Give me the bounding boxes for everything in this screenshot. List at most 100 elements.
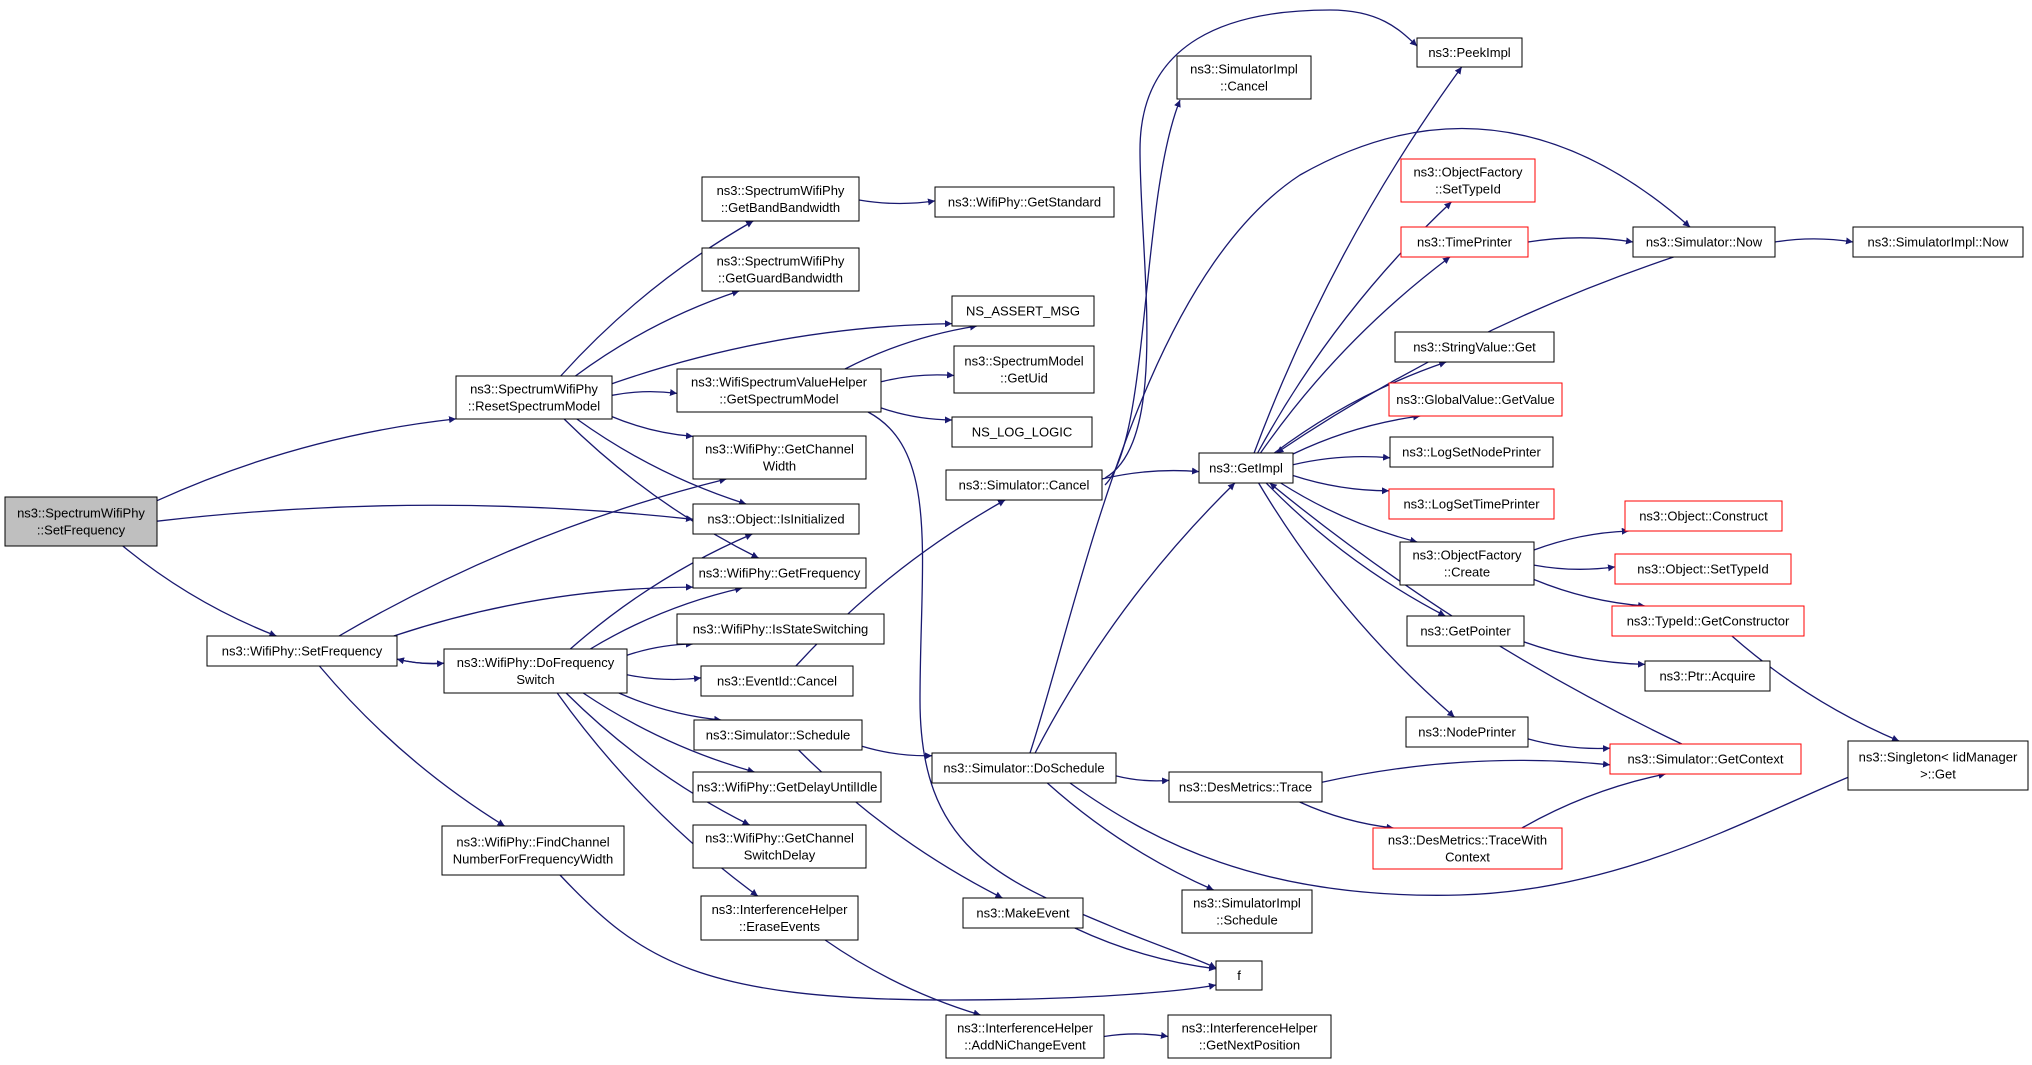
node-makeEvent[interactable]: ns3::MakeEvent	[962, 897, 1084, 929]
edge-resetSM-to-getBandBW	[560, 220, 754, 377]
edge-simSchedule-to-simDoSched	[861, 745, 933, 760]
node-ofSetTypeId[interactable]: ns3::ObjectFactory::SetTypeId	[1400, 158, 1536, 203]
node-getGuardBW[interactable]: ns3::SpectrumWifiPhy::GetGuardBandwidth	[701, 247, 860, 292]
node-isInit[interactable]: ns3::Object::IsInitialized	[692, 503, 860, 535]
node-box	[951, 416, 1093, 448]
node-label: ns3::Singleton< IidManager	[1859, 750, 2018, 765]
node-ptrAcquire[interactable]: ns3::Ptr::Acquire	[1644, 660, 1771, 692]
node-resetSM[interactable]: ns3::SpectrumWifiPhy::ResetSpectrumModel	[455, 375, 613, 420]
edge-tidGetCtor-to-singletonGet	[1731, 635, 1900, 742]
node-logSetNode[interactable]: ns3::LogSetNodePrinter	[1389, 436, 1554, 468]
node-box	[441, 825, 625, 876]
node-nsAssert[interactable]: NS_ASSERT_MSG	[951, 295, 1095, 327]
node-objSetTypeId[interactable]: ns3::Object::SetTypeId	[1614, 553, 1792, 585]
node-timePrinter[interactable]: ns3::TimePrinter	[1400, 226, 1529, 258]
node-getPointer[interactable]: ns3::GetPointer	[1406, 615, 1525, 647]
node-fnode[interactable]: f	[1215, 960, 1263, 991]
node-simDoSched[interactable]: ns3::Simulator::DoSchedule	[931, 752, 1117, 784]
edge-setFreq-to-findCh	[318, 665, 505, 827]
node-label: ::Create	[1444, 565, 1490, 580]
node-box	[692, 435, 867, 480]
edge-desTrace-to-simGetCtx	[1321, 759, 1611, 783]
node-label: ::GetNextPosition	[1199, 1038, 1300, 1053]
node-box	[700, 895, 859, 941]
node-label: ns3::InterferenceHelper	[712, 902, 849, 917]
edge-ofCreate-to-tidGetCtor	[1533, 578, 1646, 609]
node-box	[1406, 615, 1525, 647]
node-box	[700, 665, 854, 697]
node-label: ns3::SpectrumWifiPhy	[17, 506, 145, 521]
edge-ihAddNi-to-ihGetNext	[1103, 1031, 1169, 1039]
node-peekImpl[interactable]: ns3::PeekImpl	[1416, 37, 1523, 68]
node-label: ns3::SpectrumModel	[964, 354, 1083, 369]
node-ihGetNext[interactable]: ns3::InterferenceHelper::GetNextPosition	[1167, 1014, 1332, 1059]
node-box	[692, 771, 882, 803]
node-getStd[interactable]: ns3::WifiPhy::GetStandard	[934, 186, 1115, 218]
edge-doFreqSw-to-eventCancel	[626, 674, 702, 683]
node-label: ::ResetSpectrumModel	[468, 399, 600, 414]
node-simImplCancel[interactable]: ns3::SimulatorImpl::Cancel	[1176, 55, 1312, 100]
node-label: ns3::ObjectFactory	[1412, 548, 1522, 563]
node-box	[945, 469, 1103, 501]
node-strGet[interactable]: ns3::StringValue::Get	[1394, 331, 1555, 363]
node-label: Width	[763, 459, 796, 474]
node-singletonGet[interactable]: ns3::Singleton< IidManager>::Get	[1847, 740, 2029, 791]
node-simSchedule[interactable]: ns3::Simulator::Schedule	[693, 719, 863, 751]
node-isStateSw[interactable]: ns3::WifiPhy::IsStateSwitching	[676, 613, 885, 645]
edge-doFreqSw-to-getFreq	[589, 586, 743, 650]
node-label: ns3::WifiPhy::GetChannel	[705, 442, 854, 457]
node-label: ::GetUid	[1000, 371, 1048, 386]
edge-wsvhGetSM-to-nsAssert	[844, 323, 978, 370]
node-label: ::AddNiChangeEvent	[964, 1038, 1086, 1053]
node-getDelayIdle[interactable]: ns3::WifiPhy::GetDelayUntilIdle	[692, 771, 882, 803]
node-simNow[interactable]: ns3::Simulator::Now	[1632, 226, 1776, 258]
node-eventCancel[interactable]: ns3::EventId::Cancel	[700, 665, 854, 697]
node-label: SwitchDelay	[744, 848, 816, 863]
node-label: ns3::MakeEvent	[976, 906, 1070, 921]
node-smGetUid[interactable]: ns3::SpectrumModel::GetUid	[953, 345, 1095, 394]
node-getFreq[interactable]: ns3::WifiPhy::GetFrequency	[692, 557, 867, 589]
edge-resetSM-to-getFreq	[563, 418, 759, 559]
edge-simDoSched-to-getImpl	[1034, 482, 1236, 754]
node-getImpl[interactable]: ns3::GetImpl	[1198, 452, 1294, 484]
edge-simNow-to-simImplNow	[1774, 237, 1854, 245]
node-gvGetValue[interactable]: ns3::GlobalValue::GetValue	[1388, 382, 1563, 417]
edge-simDoSched-to-desTrace	[1115, 775, 1170, 785]
node-box	[1181, 889, 1313, 934]
node-simImplSched[interactable]: ns3::SimulatorImpl::Schedule	[1181, 889, 1313, 934]
node-label: Context	[1445, 850, 1490, 865]
node-ihAddNi[interactable]: ns3::InterferenceHelper::AddNiChangeEven…	[945, 1014, 1105, 1059]
node-label: ns3::EventId::Cancel	[717, 674, 837, 689]
node-findCh[interactable]: ns3::WifiPhy::FindChannelNumberForFreque…	[441, 825, 625, 876]
node-nsLogLogic[interactable]: NS_LOG_LOGIC	[951, 416, 1093, 448]
edge-simCancel-to-getImpl	[1101, 467, 1200, 480]
edge-resetSM-to-wsvhGetSM	[611, 389, 678, 396]
node-label: ns3::WifiPhy::DoFrequency	[457, 655, 615, 670]
node-ofCreate[interactable]: ns3::ObjectFactory::Create	[1399, 541, 1535, 586]
node-desTrace[interactable]: ns3::DesMetrics::Trace	[1168, 771, 1323, 803]
node-setFreq[interactable]: ns3::WifiPhy::SetFrequency	[206, 635, 398, 667]
node-getBandBW[interactable]: ns3::SpectrumWifiPhy::GetBandBandwidth	[701, 176, 860, 222]
node-tidGetCtor[interactable]: ns3::TypeId::GetConstructor	[1611, 605, 1805, 637]
node-label: ns3::DesMetrics::TraceWith	[1388, 833, 1547, 848]
node-objConstruct[interactable]: ns3::Object::Construct	[1624, 500, 1783, 532]
node-box	[206, 635, 398, 667]
node-box	[701, 247, 860, 292]
node-simGetCtx[interactable]: ns3::Simulator::GetContext	[1609, 743, 1802, 775]
node-wsvhGetSM[interactable]: ns3::WifiSpectrumValueHelper::GetSpectru…	[676, 368, 882, 413]
node-label: ns3::InterferenceHelper	[957, 1021, 1094, 1036]
node-simImplNow[interactable]: ns3::SimulatorImpl::Now	[1852, 226, 2024, 258]
node-nodePrinter[interactable]: ns3::NodePrinter	[1405, 716, 1529, 748]
edge-root-to-setFreq	[122, 545, 277, 637]
edge-desTrace-to-desTraceCtx	[1299, 801, 1394, 831]
node-root[interactable]: ns3::SpectrumWifiPhy::SetFrequency	[4, 496, 158, 547]
node-logSetTime[interactable]: ns3::LogSetTimePrinter	[1388, 488, 1555, 520]
node-simCancel[interactable]: ns3::Simulator::Cancel	[945, 469, 1103, 501]
edge-getImpl-to-logSetTime	[1292, 474, 1390, 495]
node-ihErase[interactable]: ns3::InterferenceHelper::EraseEvents	[700, 895, 859, 941]
node-label: ns3::SimulatorImpl	[1190, 62, 1298, 77]
